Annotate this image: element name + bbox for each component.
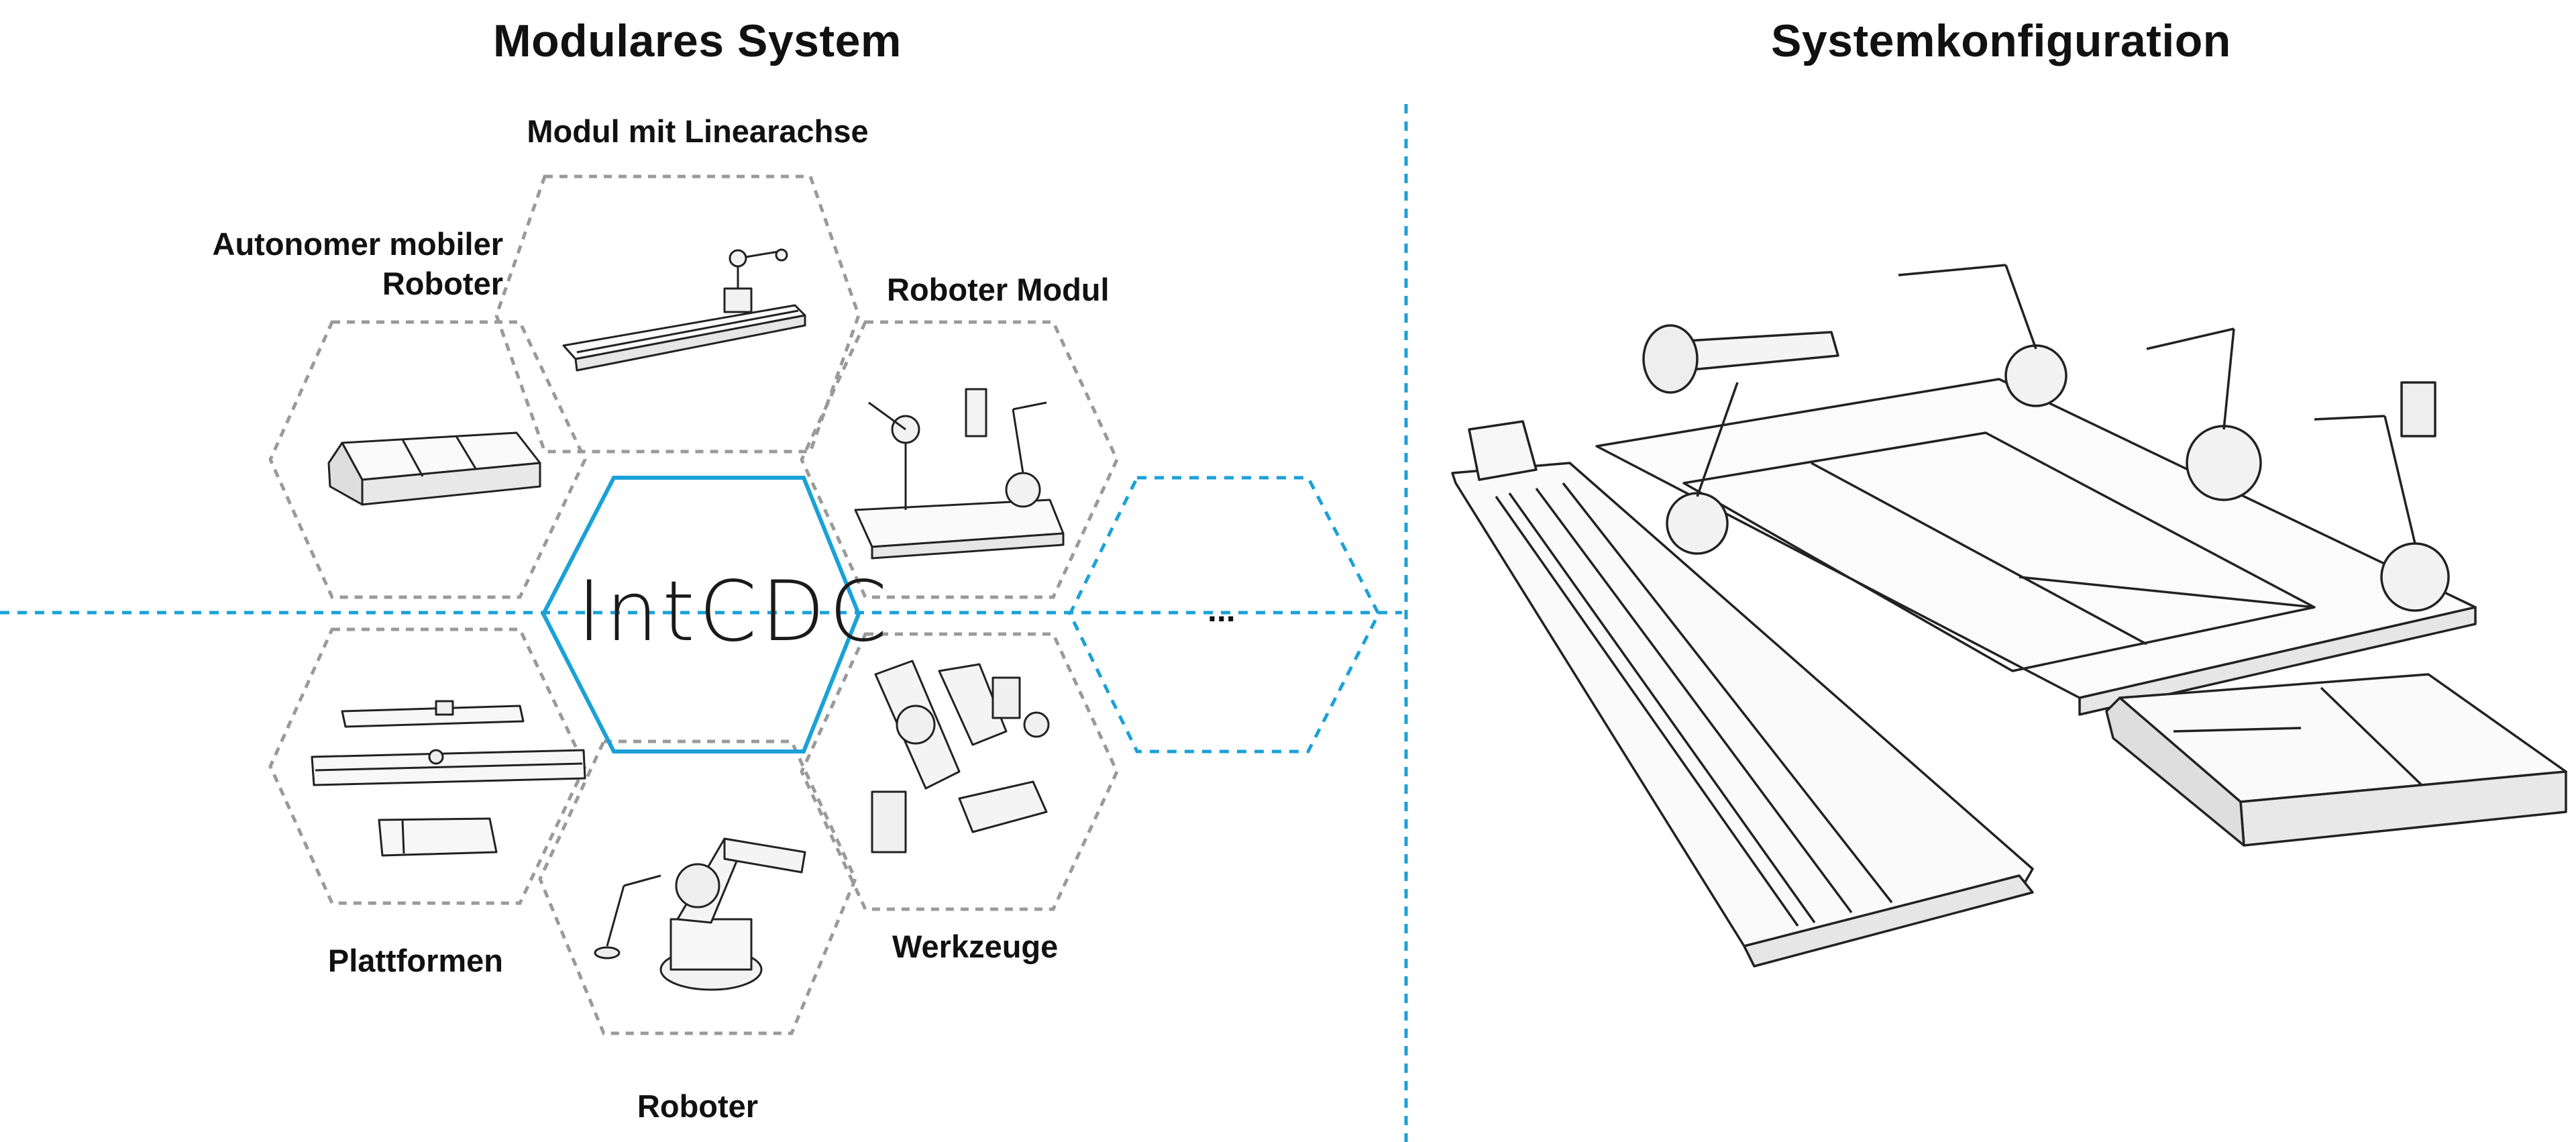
label-linear-axis: Modul mit Linearachse [527,113,869,149]
amr-illustration [327,431,541,506]
hex-center [541,476,861,754]
right-title: Systemkonfiguration [1771,15,2231,66]
hex-robot-module [800,320,1119,599]
system-configuration-illustration [1451,264,2567,968]
platforms-illustration [311,700,586,857]
hex-platforms [268,627,587,905]
label-tools: Werkzeuge [892,929,1059,964]
tools-illustration [871,660,1050,853]
label-robot-module: Roboter Modul [887,272,1110,307]
linear-axis-illustration [562,248,806,372]
intcdc-logo: IntCDC [577,564,892,660]
label-platforms: Plattformen [327,943,503,978]
left-title: Modulares System [493,15,902,66]
label-amr: Autonomer mobiler Roboter [212,226,503,301]
hex-linear-axis [494,174,861,454]
more-modules-ellipsis: ... [1208,591,1236,629]
hex-amr [268,320,587,599]
robots-illustration [594,837,806,991]
hex-tools [800,632,1119,911]
hex-robots [538,739,857,1035]
robot-module-illustration [854,388,1065,560]
label-robots: Roboter [637,1088,759,1124]
hex-more [1068,476,1381,754]
